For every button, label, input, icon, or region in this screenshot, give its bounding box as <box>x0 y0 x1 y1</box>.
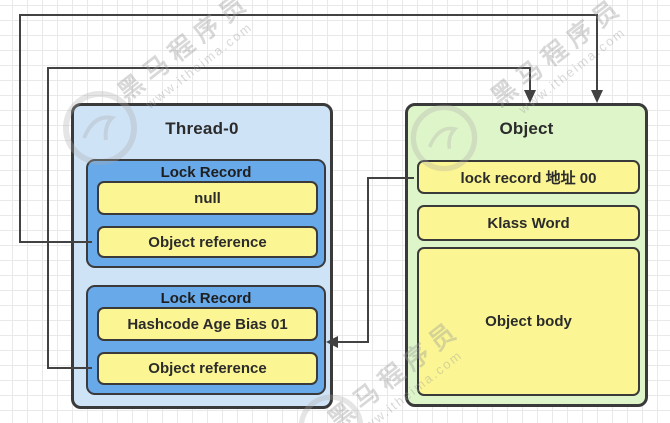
cell-null: null <box>97 181 318 215</box>
object-box: Object lock record 地址 00 Klass Word Obje… <box>405 103 648 407</box>
watermark-brand-text: 黑马程序员 <box>112 0 257 108</box>
cell-object-reference-1: Object reference <box>97 226 318 258</box>
lock-record-2: Lock Record Hashcode Age Bias 01 Object … <box>86 285 326 395</box>
cell-hashcode-age-bias: Hashcode Age Bias 01 <box>97 307 318 341</box>
object-box-title: Object <box>499 119 554 138</box>
cell-object-body: Object body <box>417 247 640 396</box>
arrowhead-objref2-to-object <box>524 90 536 103</box>
cell-klass-word: Klass Word <box>417 205 640 241</box>
cell-object-reference-2: Object reference <box>97 352 318 385</box>
thread-box: Thread-0 Lock Record null Object referen… <box>71 103 333 409</box>
arrowhead-objref1-to-object <box>591 90 603 103</box>
cell-lock-record-address: lock record 地址 00 <box>417 160 640 194</box>
thread-box-title: Thread-0 <box>165 119 239 138</box>
lock-record-1: Lock Record null Object reference <box>86 159 326 268</box>
lock-record-1-title: Lock Record <box>160 164 252 181</box>
connector-lockaddr-to-lockrecord2 <box>338 177 414 343</box>
lock-record-2-title: Lock Record <box>160 290 252 307</box>
